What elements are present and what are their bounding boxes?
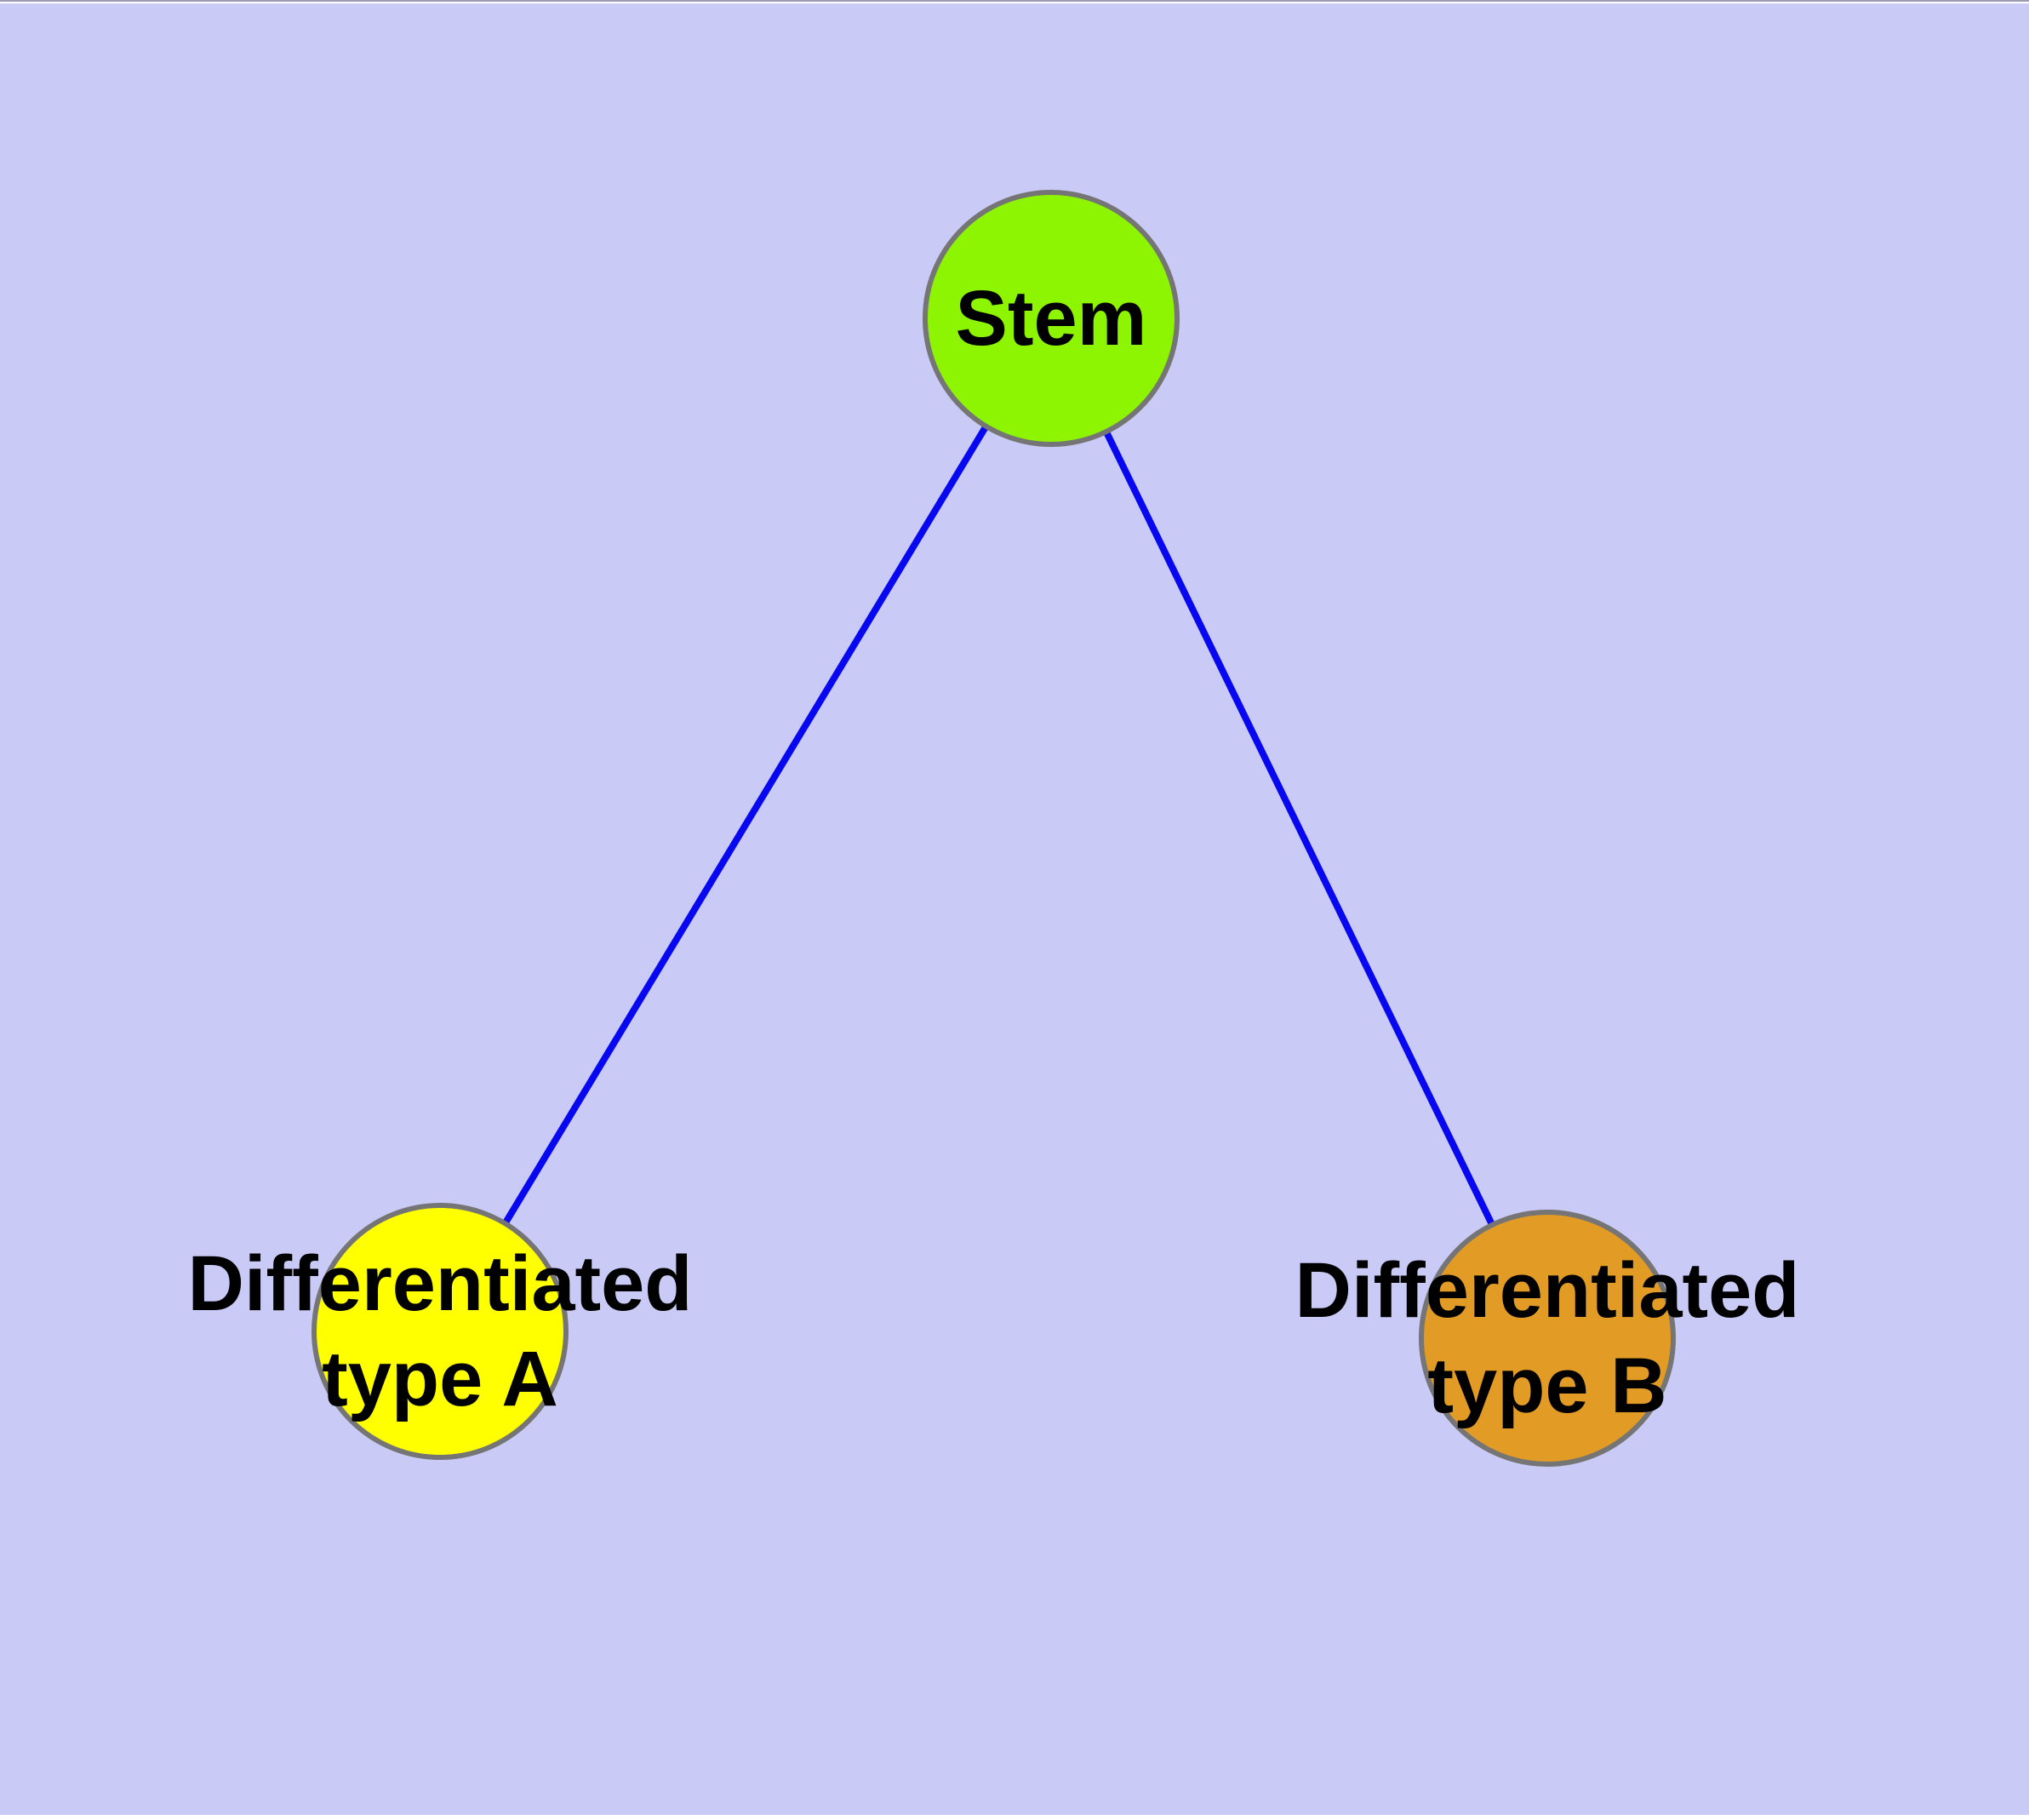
- node-stem: Stem: [923, 190, 1180, 447]
- top-edge-line: [0, 0, 2029, 2]
- node-differentiated-type-a: Differentiated type A: [188, 1203, 692, 1460]
- edge-stem-to-type-a: [437, 315, 1055, 1335]
- node-stem-label: Stem: [955, 275, 1147, 362]
- node-differentiated-type-b: Differentiated type B: [1295, 1210, 1799, 1467]
- edge-stem-to-type-b: [1048, 315, 1551, 1342]
